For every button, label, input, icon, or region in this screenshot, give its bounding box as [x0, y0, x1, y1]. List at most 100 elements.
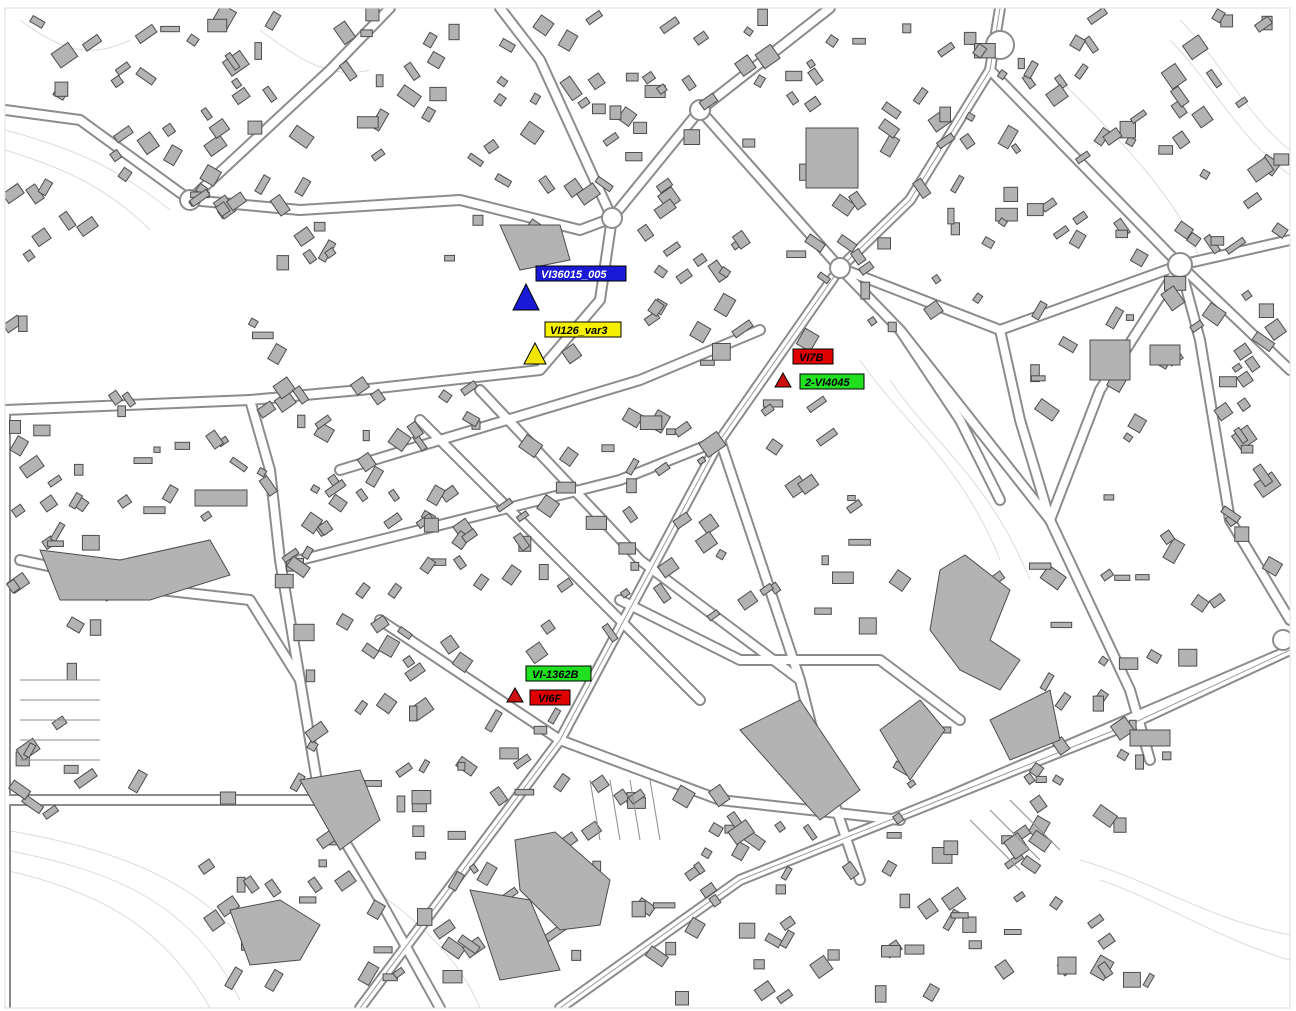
building-footprint: [742, 138, 756, 148]
building-footprint: [1057, 956, 1077, 975]
building-footprint: [66, 616, 85, 634]
building-footprint: [996, 68, 1008, 81]
building-footprint: [779, 915, 797, 932]
building-footprint: [654, 461, 671, 477]
building-footprint: [489, 785, 509, 807]
building-footprint: [1181, 34, 1209, 61]
marker-vi126-var3[interactable]: VI126_var3: [523, 321, 622, 365]
building-footprint: [1054, 691, 1072, 711]
building-footprint: [768, 581, 782, 595]
building-footprint: [47, 474, 63, 488]
building-footprint: [860, 281, 871, 300]
building-footprint: [134, 23, 158, 45]
building-footprint: [203, 909, 226, 932]
building-footprint: [1013, 891, 1026, 903]
building-footprint: [1123, 971, 1141, 988]
building-footprint: [700, 359, 715, 366]
building-footprint: [995, 207, 1018, 222]
building-footprint: [254, 42, 263, 60]
building-footprint: [230, 77, 243, 90]
building-footprint: [786, 250, 807, 258]
building-footprint: [349, 376, 371, 396]
building-footprint: [318, 859, 327, 868]
building-footprint: [644, 945, 670, 968]
building-footprint: [476, 861, 498, 887]
building-footprint: [307, 876, 323, 894]
building-footprint: [804, 233, 827, 253]
marker-vi-1362b[interactable]: VI-1362B: [506, 665, 592, 703]
building-footprint: [1026, 203, 1044, 217]
building-footprint: [496, 75, 509, 88]
building-footprint: [1178, 648, 1198, 667]
building-footprint: [675, 268, 693, 285]
building-footprint: [66, 662, 78, 681]
building-footprint: [110, 74, 125, 89]
building-footprint: [1199, 168, 1211, 181]
marker-label: VI36015_005: [541, 269, 607, 281]
marker-label: VI126_var3: [550, 325, 608, 337]
building-footprint: [364, 780, 382, 787]
building-footprint: [738, 922, 756, 939]
major-buildings: [39, 127, 1181, 981]
building-footprint: [684, 916, 706, 939]
building-footprint: [448, 23, 460, 41]
marker-2-vi4045[interactable]: 2-VI4045: [799, 373, 865, 390]
building-footprint: [639, 415, 663, 431]
building-footprint: [373, 946, 393, 954]
building-footprint: [899, 893, 911, 909]
building-footprint: [375, 74, 384, 88]
building-footprint: [109, 148, 123, 163]
building-footprint: [422, 31, 438, 49]
building-footprint: [753, 980, 776, 1002]
building-footprint: [622, 505, 639, 524]
building-footprint: [1231, 362, 1243, 373]
building-footprint: [832, 571, 854, 584]
building-footprint: [1253, 15, 1274, 33]
building-footprint: [467, 152, 485, 168]
building-footprint: [441, 936, 467, 960]
building-footprint: [294, 176, 312, 197]
building-footprint: [356, 116, 379, 129]
building-footprint: [560, 342, 583, 365]
building-footprint: [461, 528, 479, 544]
building-footprint: [1017, 57, 1025, 70]
marker-vi36015-005[interactable]: VI36015_005: [512, 265, 627, 311]
building-footprint: [689, 320, 712, 344]
marker-vi7b[interactable]: VI7B: [774, 348, 834, 388]
building-footprint: [417, 908, 433, 926]
building-footprint: [370, 614, 390, 634]
building-footprint: [1050, 621, 1073, 629]
building-footprint: [602, 131, 620, 147]
building-footprint: [1053, 73, 1068, 90]
building-footprint: [387, 582, 403, 599]
building-footprint: [1171, 130, 1191, 150]
building-footprint: [214, 201, 231, 218]
building-footprint: [1236, 397, 1252, 413]
building-footprint: [601, 622, 619, 643]
building-footprint: [1129, 109, 1148, 125]
building-footprint: [1033, 397, 1060, 422]
building-footprint: [451, 651, 474, 674]
building-footprint: [1189, 319, 1205, 334]
marker-label-bg: [544, 321, 622, 338]
building-footprint: [571, 949, 582, 961]
building-footprint: [950, 222, 961, 236]
building-footprint: [501, 564, 522, 586]
building-footprint: [515, 510, 530, 523]
building-footprint: [242, 875, 260, 894]
building-footprint: [912, 177, 932, 200]
building-footprint: [631, 900, 646, 918]
building-footprint: [968, 940, 982, 950]
building-footprint: [219, 791, 237, 805]
building-footprint: [538, 174, 556, 195]
building-footprint: [775, 884, 786, 895]
building-footprint: [1028, 562, 1052, 570]
parking-areas: [20, 679, 1061, 871]
building-footprint: [858, 617, 877, 635]
marker-vi6f[interactable]: VI6F: [529, 689, 571, 706]
building-footprint: [981, 235, 996, 250]
building-footprint: [675, 991, 689, 1006]
building-footprint: [42, 804, 60, 820]
building-footprint: [662, 241, 682, 258]
